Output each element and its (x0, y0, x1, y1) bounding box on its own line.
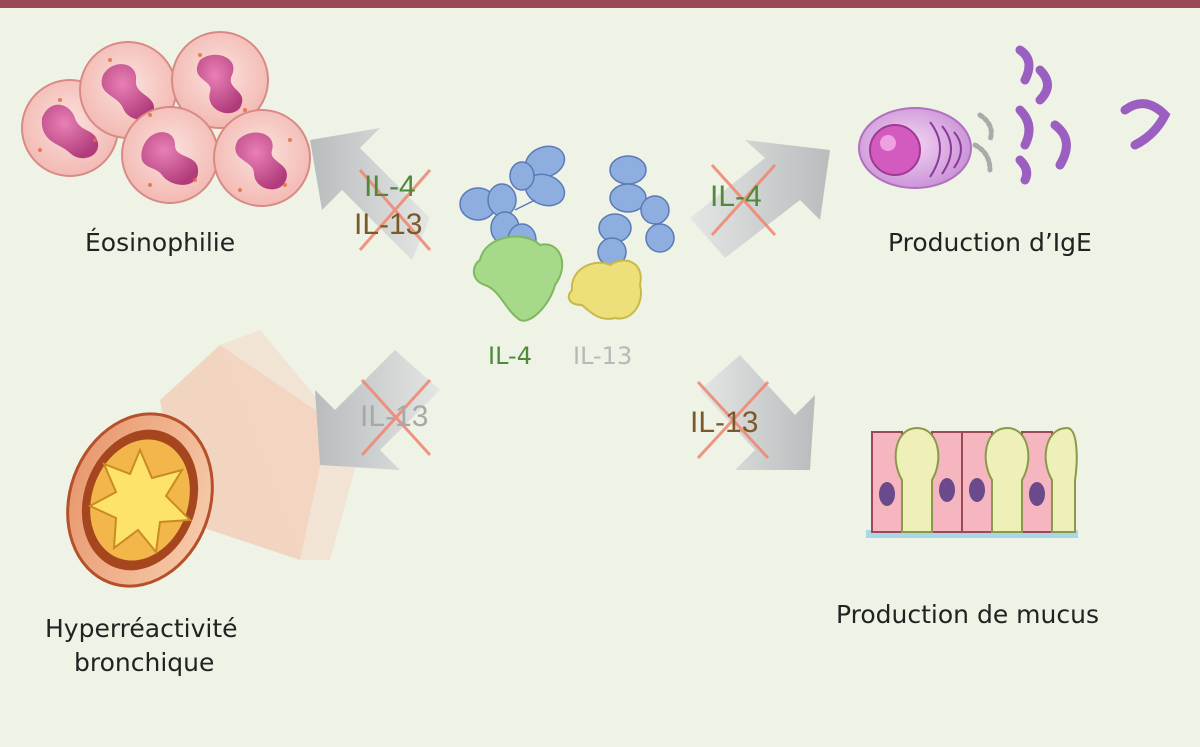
label-ige: Production d’IgE (888, 228, 1092, 257)
il13-protein (567, 259, 642, 320)
arrow-to-hyperreactivite (315, 350, 440, 470)
label-eosinophilie: Éosinophilie (85, 228, 236, 257)
arrow-text-il4-left: IL-4 (364, 170, 416, 203)
arrow-text-il4-right: IL-4 (710, 180, 762, 213)
plasma-cell (858, 107, 972, 189)
eosinophil-cell (213, 109, 311, 207)
top-bar (0, 0, 1200, 8)
cross-mucus (696, 380, 770, 460)
il4-protein (472, 235, 564, 322)
label-hyperreactivite-line1: Hyperréactivité (45, 614, 238, 643)
arrow-text-il13-left: IL-13 (354, 208, 423, 241)
arrow-text-il13-bottom-left: IL-13 (360, 400, 429, 433)
eosinophil-cluster (21, 31, 311, 207)
molecule-label-il13: IL-13 (573, 342, 633, 370)
cross-ige (710, 163, 777, 237)
eosinophil-cell (171, 31, 269, 129)
molecule-label-il4: IL-4 (488, 342, 532, 370)
label-mucus: Production de mucus (836, 600, 1099, 629)
cross-hyperreactivite (360, 378, 432, 457)
bronchus-illustration (66, 330, 360, 588)
arrow-to-mucus (700, 355, 815, 470)
eosinophil-cell (121, 106, 219, 204)
epithelium-illustration (866, 426, 1078, 538)
arrow-text-il13-bottom-right: IL-13 (690, 406, 759, 439)
arrow-to-ige (690, 140, 830, 258)
cross-eosinophilie (358, 169, 432, 251)
label-hyperreactivite-line2: bronchique (74, 648, 215, 677)
arrow-to-eosinophilie (310, 128, 430, 260)
antibody-il13 (597, 155, 675, 267)
ige-antibodies (972, 45, 1171, 185)
